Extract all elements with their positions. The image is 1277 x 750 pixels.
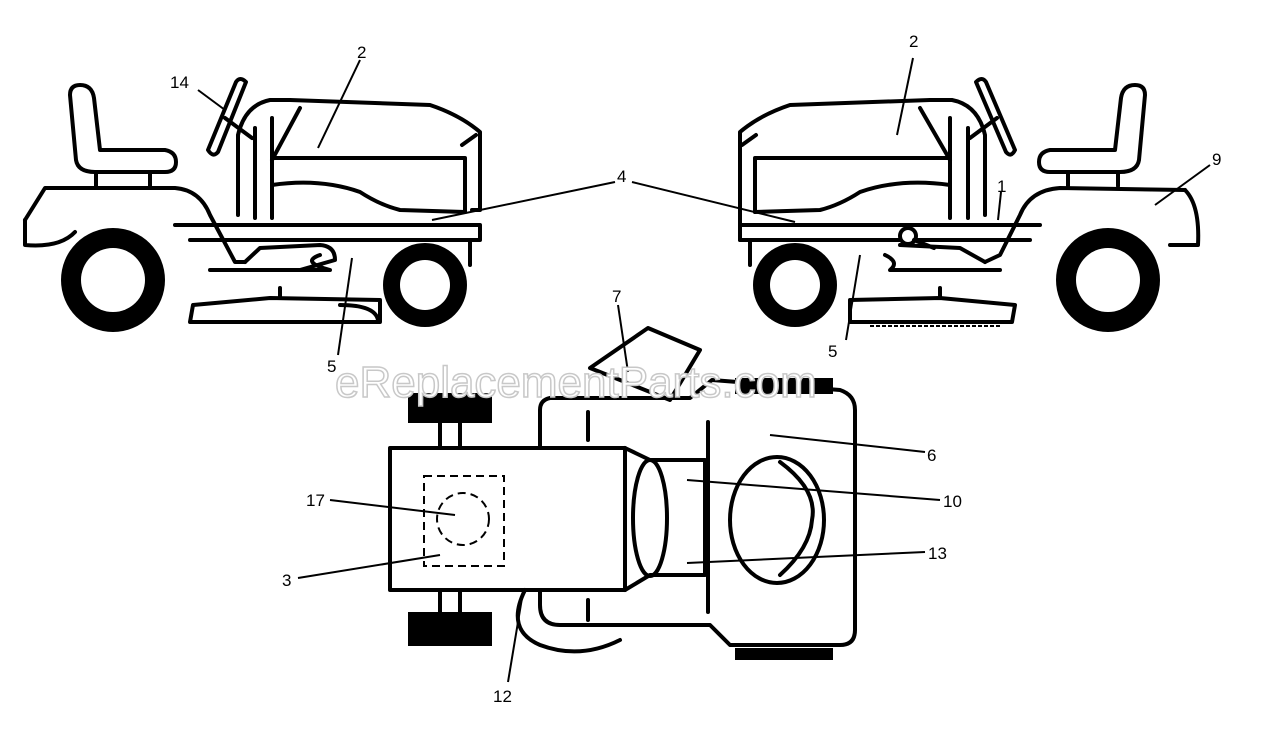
callout-right-1: 1	[997, 177, 1006, 196]
leader-top-3	[297, 554, 441, 579]
leader-top-10	[686, 479, 941, 501]
leader-right-1	[997, 191, 1002, 221]
leader-left-steering	[197, 89, 226, 111]
callout-left-hood: 2	[357, 43, 366, 62]
leader-right-hood	[896, 57, 914, 136]
leader-top-13	[686, 551, 926, 564]
leader-left-hood	[317, 59, 361, 149]
left-tractor-side-view	[23, 77, 482, 332]
callout-left-side: 5	[327, 357, 336, 376]
right-tractor-side-view	[738, 77, 1201, 332]
callout-top-7: 7	[612, 287, 621, 306]
leader-top-7	[617, 304, 629, 373]
watermark-text: eReplacementParts.com	[335, 358, 817, 407]
callout-right-9: 9	[1212, 150, 1221, 169]
callout-right-hood: 2	[909, 32, 918, 51]
leader-top-6	[769, 434, 926, 453]
callout-top-10: 10	[943, 492, 962, 511]
leader-top-17	[329, 499, 456, 516]
leader-left-side	[337, 257, 353, 356]
leader-4-right	[631, 181, 796, 223]
callout-leaders	[197, 57, 1211, 683]
callout-top-13: 13	[928, 544, 947, 563]
callout-top-17: 17	[306, 491, 325, 510]
callout-right-side: 5	[828, 342, 837, 361]
callout-decal-4: 4	[617, 167, 626, 186]
callout-top-12: 12	[493, 687, 512, 706]
callout-top-6: 6	[927, 446, 936, 465]
leader-4-left	[431, 181, 616, 221]
callout-top-3: 3	[282, 571, 291, 590]
leader-right-9	[1154, 164, 1211, 206]
tractor-top-view	[388, 326, 857, 660]
leader-right-side	[845, 254, 861, 341]
callout-left-steering: 14	[170, 73, 189, 92]
leader-top-12	[507, 597, 523, 683]
callout-numbers: 2 14 4 5 2 1 9 5 7 6 10 13 17 3 12	[170, 32, 1221, 706]
